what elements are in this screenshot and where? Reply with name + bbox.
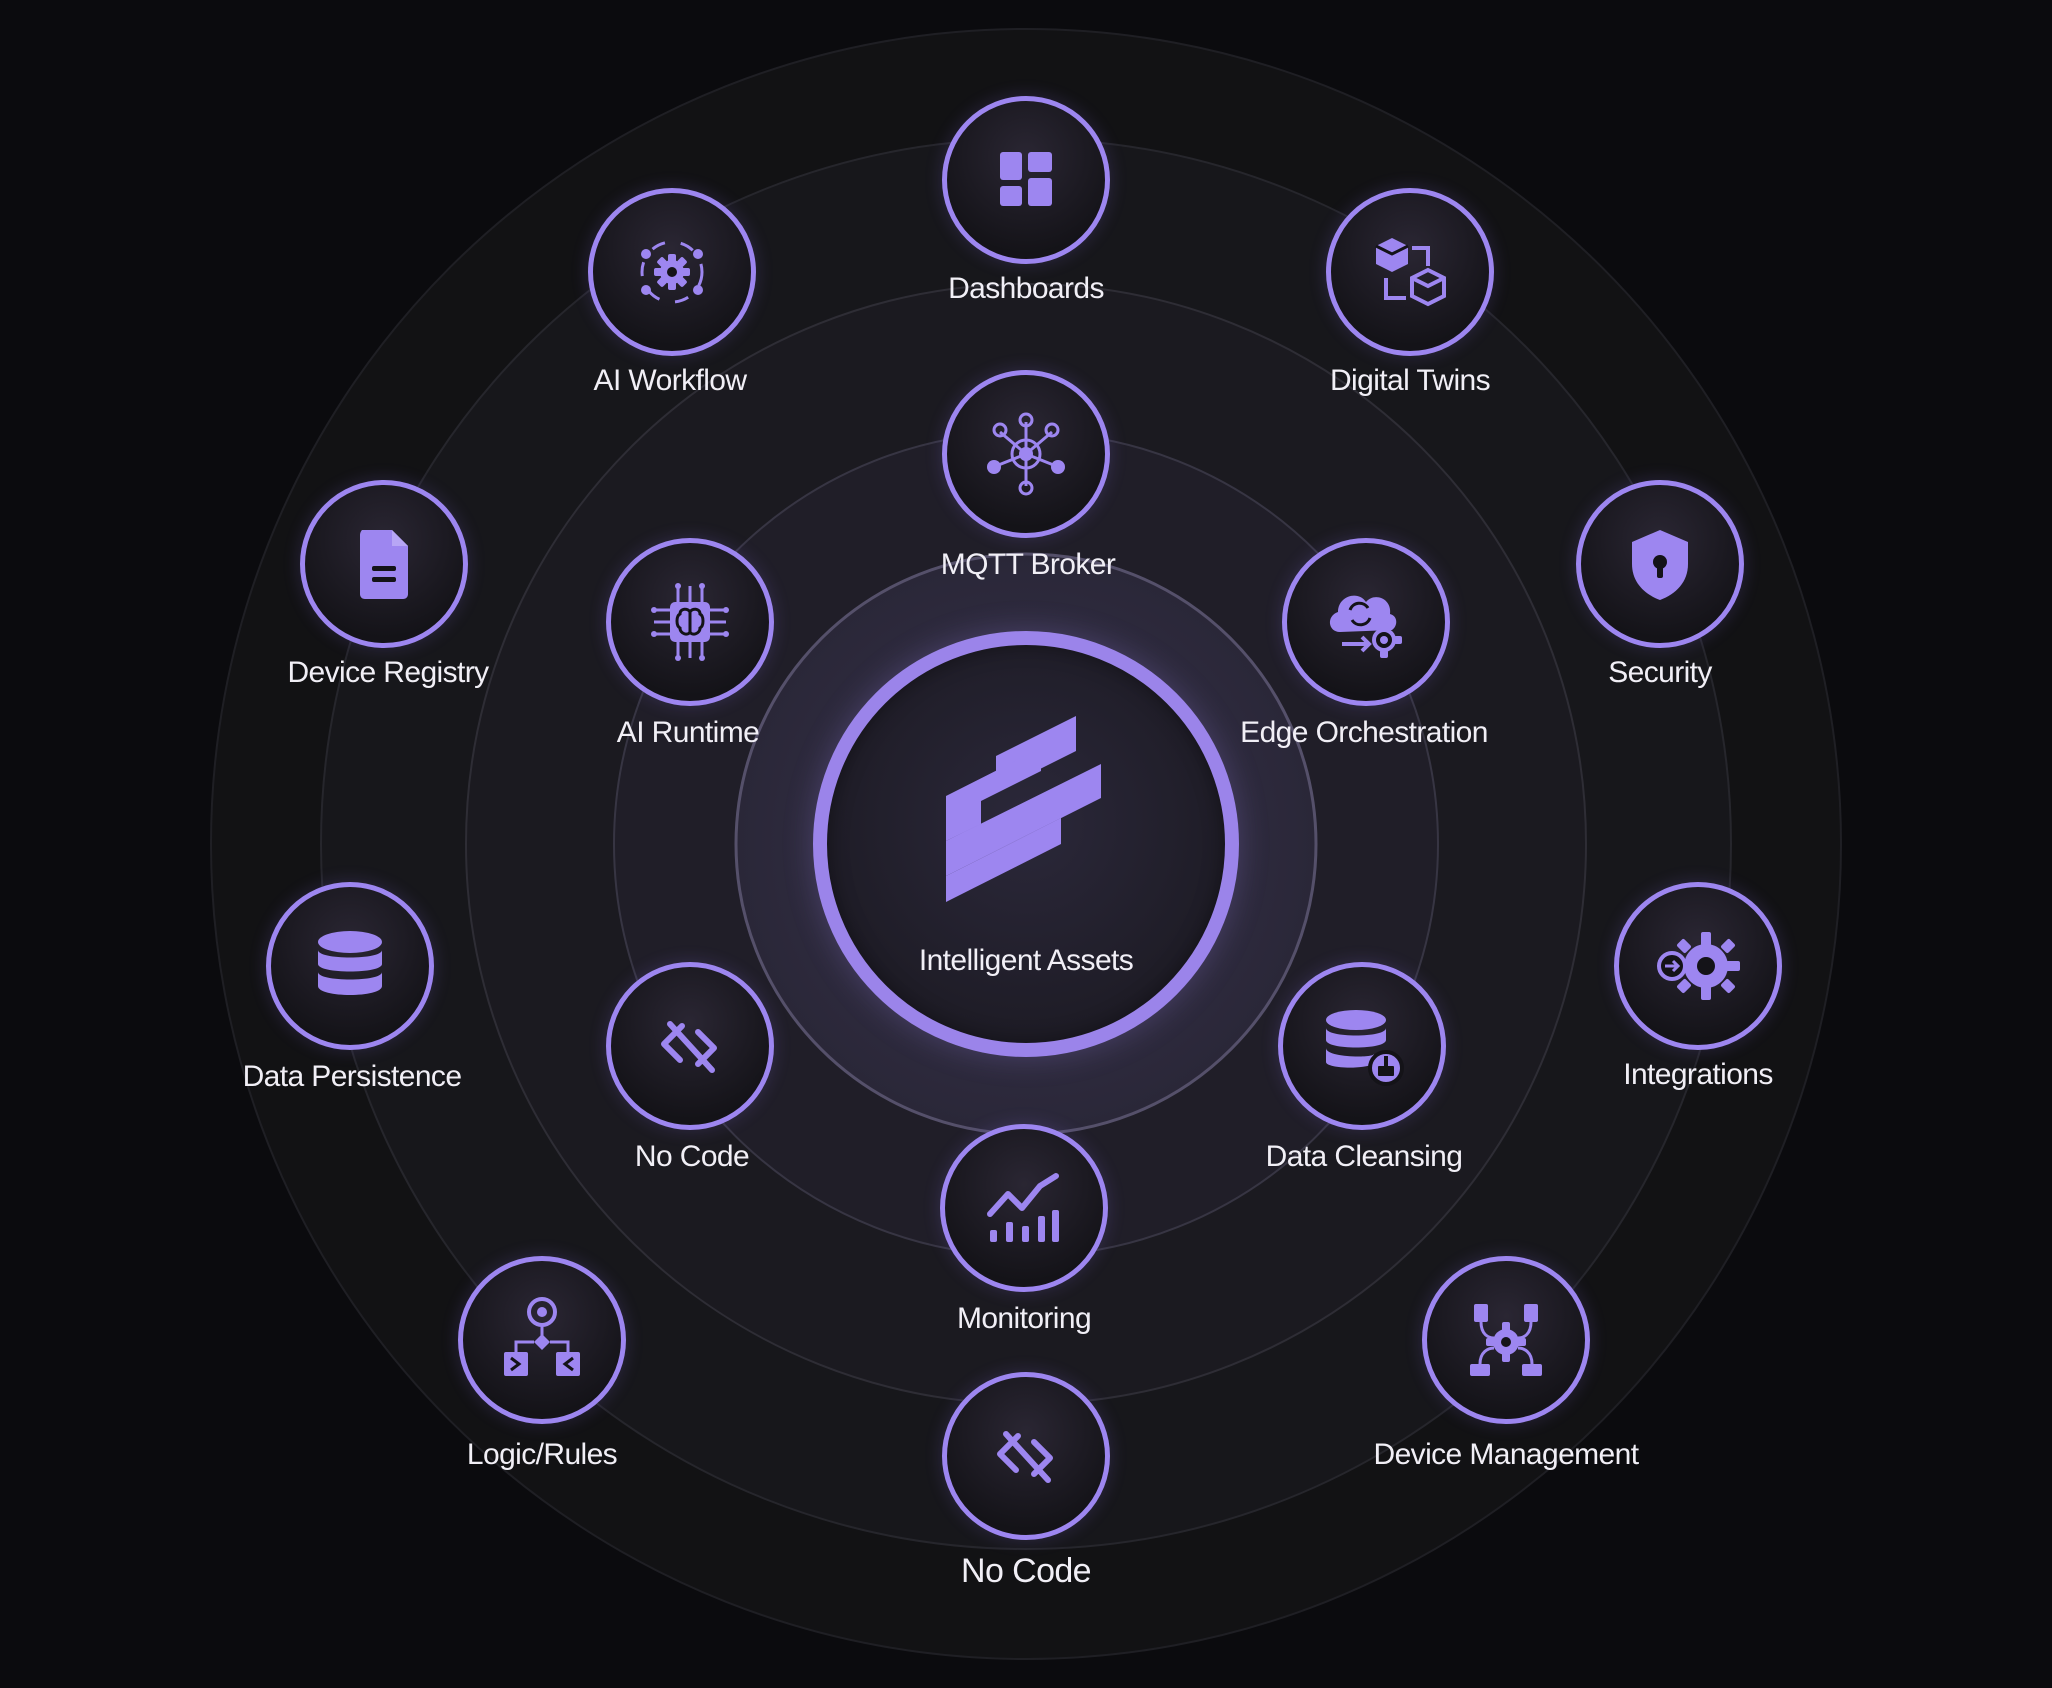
hub-icon xyxy=(987,412,1065,496)
brand-logo-icon xyxy=(946,716,1101,902)
device-management-node[interactable] xyxy=(1422,1256,1590,1424)
chart-trend-icon xyxy=(987,1173,1059,1242)
cubes-icon xyxy=(1375,238,1446,307)
ai-runtime-node[interactable] xyxy=(606,538,774,706)
gear-network-icon xyxy=(1470,1304,1542,1376)
database-brush-icon xyxy=(1326,1010,1404,1086)
no-code-inner-label: No Code xyxy=(634,1140,750,1173)
device-registry-node[interactable] xyxy=(300,480,468,648)
digital-twins-node[interactable] xyxy=(1326,188,1494,356)
shield-lock-icon xyxy=(1632,530,1688,600)
integrations-label: Integrations xyxy=(1623,1058,1773,1091)
gear-arrow-icon xyxy=(1657,932,1740,1000)
dashboard-grid-icon xyxy=(1000,152,1052,206)
security-label: Security xyxy=(1608,656,1712,689)
center-hub xyxy=(813,631,1239,1057)
monitoring-label: Monitoring xyxy=(956,1302,1092,1335)
cloud-gear-icon xyxy=(1329,595,1402,658)
monitoring-node[interactable] xyxy=(940,1124,1108,1292)
ai-workflow-label: AI Workflow xyxy=(593,364,747,397)
security-node[interactable] xyxy=(1576,480,1744,648)
no-code-outer-node[interactable] xyxy=(942,1372,1110,1540)
digital-twins-label: Digital Twins xyxy=(1329,364,1491,397)
no-code-icon xyxy=(997,1431,1053,1483)
ai-chip-icon xyxy=(651,583,729,661)
no-code-inner-node[interactable] xyxy=(606,962,774,1130)
ai-workflow-node[interactable] xyxy=(588,188,756,356)
data-cleansing-label: Data Cleansing xyxy=(1265,1140,1463,1173)
logic-rules-label: Logic/Rules xyxy=(466,1438,618,1471)
ai-runtime-label: AI Runtime xyxy=(616,716,760,749)
data-persistence-node[interactable] xyxy=(266,882,434,1050)
edge-orchestration-label: Edge Orchestration xyxy=(1240,716,1488,749)
mqtt-broker-label: MQTT Broker xyxy=(940,548,1116,581)
device-management-label: Device Management xyxy=(1373,1438,1640,1471)
flowchart-icon xyxy=(504,1297,580,1376)
database-icon xyxy=(318,931,382,995)
logic-rules-node[interactable] xyxy=(458,1256,626,1424)
device-registry-label: Device Registry xyxy=(287,656,489,689)
no-code-outer-label: No Code xyxy=(961,1552,1092,1590)
gear-cycle-icon xyxy=(640,240,704,304)
center-label: Intelligent Assets xyxy=(918,944,1134,977)
data-persistence-label: Data Persistence xyxy=(242,1060,462,1093)
document-icon xyxy=(360,530,408,599)
dashboards-node[interactable] xyxy=(942,96,1110,264)
integrations-node[interactable] xyxy=(1614,882,1782,1050)
mqtt-broker-node[interactable] xyxy=(942,370,1110,538)
no-code-icon xyxy=(661,1021,717,1073)
dashboards-label: Dashboards xyxy=(948,272,1104,305)
data-cleansing-node[interactable] xyxy=(1278,962,1446,1130)
edge-orchestration-node[interactable] xyxy=(1282,538,1450,706)
